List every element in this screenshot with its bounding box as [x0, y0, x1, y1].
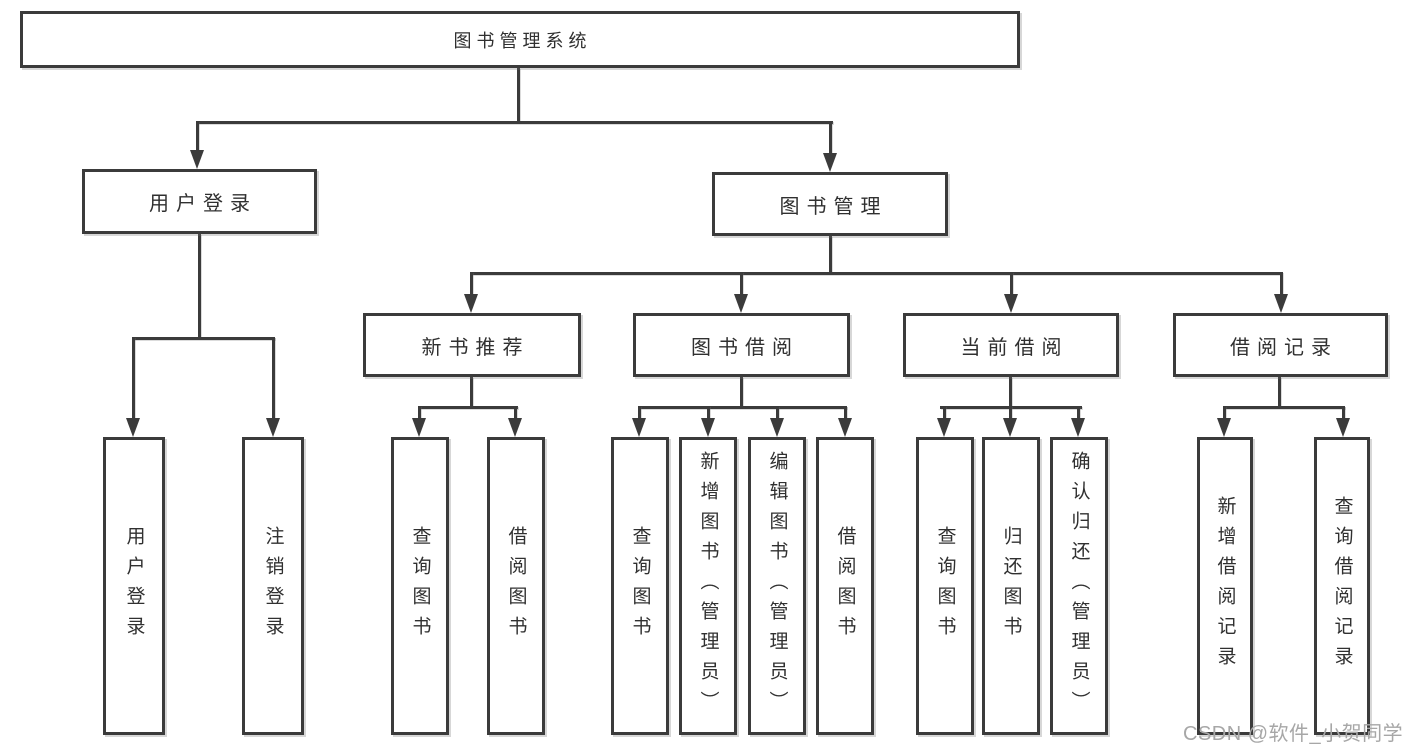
- arrow-down-icon: [1274, 294, 1288, 313]
- arrow-down-icon: [632, 418, 646, 437]
- arrow-down-icon: [701, 418, 715, 437]
- node-borrow-records: 借阅记录: [1173, 313, 1388, 377]
- leaf-query-book-newrec-label: 查询图书: [409, 526, 431, 646]
- leaf-edit-book-admin: 编辑图书（管理员）: [748, 437, 806, 735]
- connector-arrow-shaft: [514, 406, 517, 419]
- connector-arrow-shaft: [1280, 272, 1283, 296]
- node-user-login-label: 用户登录: [149, 193, 257, 215]
- arrow-down-icon: [126, 418, 140, 437]
- arrow-down-icon: [770, 418, 784, 437]
- node-book-mgmt: 图书管理: [712, 172, 948, 236]
- arrow-down-icon: [412, 418, 426, 437]
- arrow-down-icon: [838, 418, 852, 437]
- node-book-mgmt-label: 图书管理: [779, 195, 888, 218]
- connector-arrow-shaft: [638, 406, 641, 419]
- leaf-add-borrow-record-label: 新增借阅记录: [1214, 496, 1236, 676]
- leaf-edit-book-admin-label: 编辑图书（管理员）: [766, 451, 788, 721]
- connector-bookmgmt-branch: [470, 272, 1282, 275]
- leaf-add-book-admin-label: 新增图书（管理员）: [697, 451, 719, 721]
- arrow-down-icon: [190, 150, 204, 169]
- connector-arrow-shaft: [1009, 406, 1012, 419]
- node-borrow-records-label: 借阅记录: [1230, 336, 1338, 359]
- connector-arrow-shaft: [707, 406, 710, 419]
- connector-records-stem: [1278, 377, 1281, 407]
- arrow-down-icon: [266, 418, 280, 437]
- arrow-down-icon: [1336, 418, 1350, 437]
- leaf-return-book: 归还图书: [982, 437, 1040, 735]
- arrow-down-icon: [734, 294, 748, 313]
- connector-bookmgmt-stem: [829, 236, 832, 272]
- arrow-down-icon: [1217, 418, 1231, 437]
- connector-records-branch: [1223, 406, 1345, 409]
- arrow-down-icon: [823, 153, 837, 172]
- connector-current-stem: [1009, 377, 1012, 407]
- connector-arrow-shaft: [1342, 406, 1345, 419]
- node-new-book-rec-label: 新书推荐: [421, 336, 530, 359]
- connector-arrow-shaft: [272, 337, 275, 419]
- connector-newrec-stem: [470, 377, 473, 407]
- leaf-user-login: 用户登录: [103, 437, 165, 735]
- connector-newrec-branch: [418, 406, 518, 409]
- csdn-watermark: CSDN @软件_小贺同学: [1183, 723, 1404, 745]
- connector-arrow-shaft: [132, 337, 135, 419]
- leaf-query-book-newrec: 查询图书: [391, 437, 449, 735]
- connector-userlogin-stem: [198, 234, 201, 337]
- leaf-query-book-current: 查询图书: [916, 437, 974, 735]
- leaf-logout: 注销登录: [242, 437, 304, 735]
- leaf-query-book-borrow-label: 查询图书: [629, 526, 651, 646]
- connector-borrow-stem: [740, 377, 743, 407]
- arrow-down-icon: [1004, 294, 1018, 313]
- node-root: 图书管理系统: [20, 11, 1020, 68]
- connector-arrow-shaft: [196, 121, 199, 152]
- leaf-confirm-return-admin-label: 确认归还（管理员）: [1068, 451, 1090, 721]
- leaf-logout-label: 注销登录: [262, 526, 284, 646]
- arrow-down-icon: [508, 418, 522, 437]
- arrow-down-icon: [937, 418, 951, 437]
- leaf-add-book-admin: 新增图书（管理员）: [679, 437, 737, 735]
- leaf-query-book-borrow: 查询图书: [611, 437, 669, 735]
- arrow-down-icon: [1003, 418, 1017, 437]
- node-new-book-rec: 新书推荐: [363, 313, 581, 377]
- connector-arrow-shaft: [418, 406, 421, 419]
- arrow-down-icon: [464, 294, 478, 313]
- node-current-borrow: 当前借阅: [903, 313, 1119, 377]
- connector-arrow-shaft: [740, 272, 743, 296]
- connector-arrow-shaft: [776, 406, 779, 419]
- leaf-query-book-current-label: 查询图书: [934, 526, 956, 646]
- leaf-borrow-book-newrec: 借阅图书: [487, 437, 545, 735]
- leaf-add-borrow-record: 新增借阅记录: [1197, 437, 1253, 735]
- node-current-borrow-label: 当前借阅: [960, 336, 1069, 359]
- connector-userlogin-branch: [132, 337, 275, 340]
- connector-root-branch: [196, 121, 833, 124]
- connector-arrow-shaft: [943, 406, 946, 419]
- leaf-borrow-book-borrow: 借阅图书: [816, 437, 874, 735]
- connector-arrow-shaft: [1010, 272, 1013, 296]
- leaf-return-book-label: 归还图书: [1000, 526, 1022, 646]
- connector-arrow-shaft: [1077, 406, 1080, 419]
- node-root-label: 图书管理系统: [453, 30, 592, 51]
- arrow-down-icon: [1071, 418, 1085, 437]
- connector-arrow-shaft: [470, 272, 473, 296]
- node-user-login: 用户登录: [82, 169, 317, 234]
- leaf-query-borrow-record-label: 查询借阅记录: [1331, 496, 1353, 676]
- leaf-user-login-label: 用户登录: [123, 526, 145, 646]
- connector-arrow-shaft: [844, 406, 847, 419]
- connector-root-stem: [517, 68, 520, 122]
- connector-borrow-branch: [638, 406, 847, 409]
- node-book-borrow-label: 图书借阅: [691, 336, 799, 359]
- leaf-borrow-book-borrow-label: 借阅图书: [834, 526, 856, 646]
- leaf-borrow-book-newrec-label: 借阅图书: [505, 526, 527, 646]
- leaf-query-borrow-record: 查询借阅记录: [1314, 437, 1370, 735]
- connector-arrow-shaft: [1223, 406, 1226, 419]
- leaf-confirm-return-admin: 确认归还（管理员）: [1050, 437, 1108, 735]
- node-book-borrow: 图书借阅: [633, 313, 850, 377]
- connector-arrow-shaft: [829, 121, 832, 155]
